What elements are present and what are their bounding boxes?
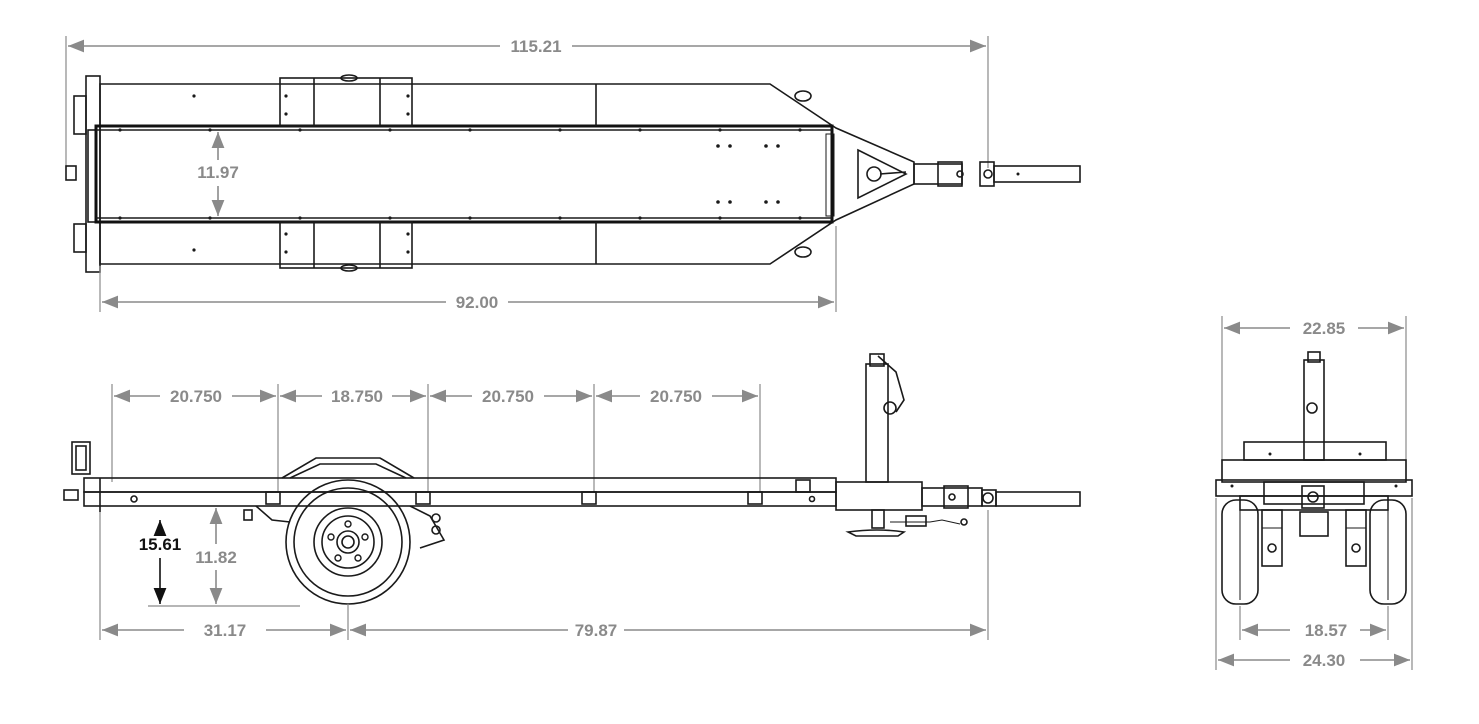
deck-length-label: 92.00 (456, 293, 499, 312)
overall-width-top-label: 22.85 (1303, 319, 1346, 338)
overall-width-label: 24.30 (1303, 651, 1346, 670)
spacing-4-label: 20.750 (650, 387, 702, 406)
spacing-2-label: 18.750 (331, 387, 383, 406)
deck-width-label: 11.97 (197, 163, 239, 182)
ground-to-axle-label: 15.61 (139, 535, 182, 554)
track-width-label: 18.57 (1305, 621, 1348, 640)
rear-to-axle-label: 31.17 (204, 621, 247, 640)
top-view: 115.21 (65, 36, 1081, 312)
overall-length-label: 115.21 (510, 37, 561, 56)
spacing-1-label: 20.750 (170, 387, 222, 406)
spacing-3-label: 20.750 (482, 387, 534, 406)
ground-to-frame-label: 11.82 (195, 548, 237, 567)
side-view: 20.750 18.750 20.750 20.750 (63, 353, 1081, 640)
axle-to-front-label: 79.87 (575, 621, 618, 640)
front-view: 22.85 18.57 (1215, 316, 1413, 670)
